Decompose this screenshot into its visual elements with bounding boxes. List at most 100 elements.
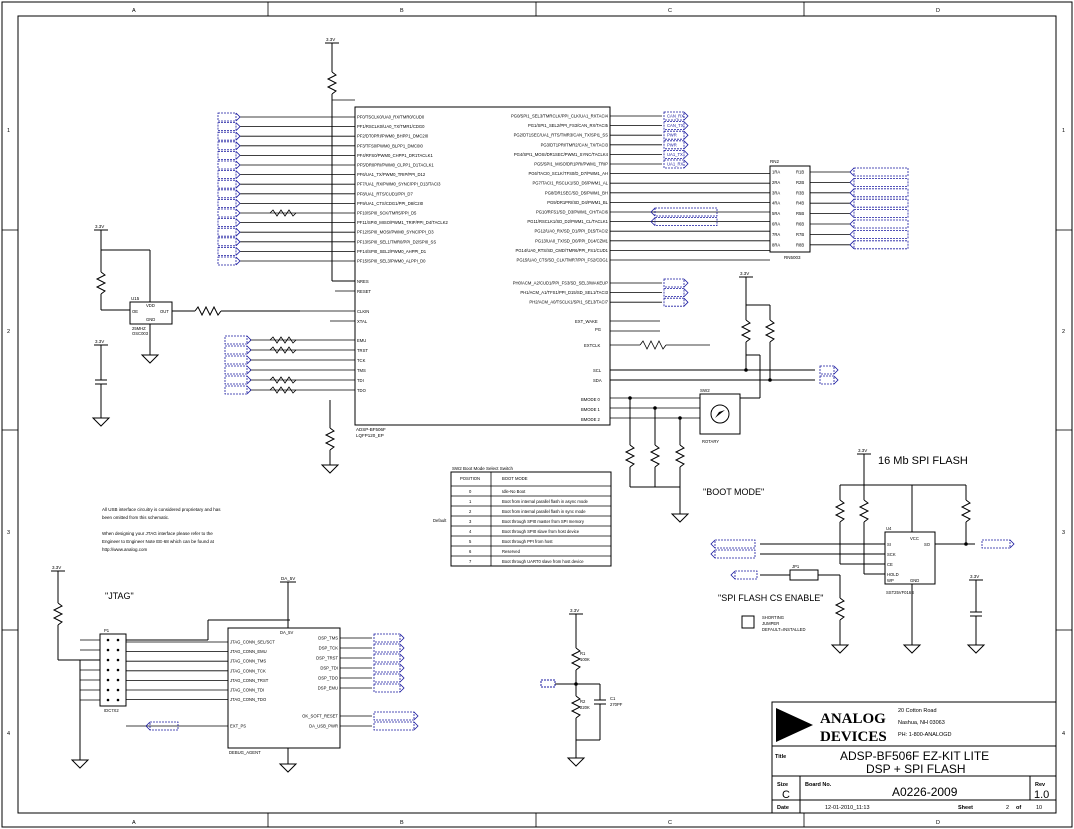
proc-right-pin-14: PG14/UA0_RTS/SD_CMD/TMR6/PPI_FS1/CUD1	[515, 248, 608, 253]
pg-net-tag-18	[663, 297, 689, 307]
flash-net-sck	[710, 549, 756, 559]
pin-bmode1: BMODE 1	[581, 407, 601, 412]
pin-tdi: TDI	[357, 378, 364, 383]
proc-pullup: 3.3V	[325, 37, 355, 282]
rn2-net-tag-3	[849, 198, 909, 208]
proc-left-pin-14: PF14/SPI0_SEL2/PWM0_AHPPI_D1	[357, 249, 427, 254]
rn2-net-tag-7	[849, 240, 909, 250]
oscillator-part2: OSC003	[132, 331, 149, 336]
ground-symbol	[670, 513, 690, 523]
rn2-right-pin-3: R4B	[796, 201, 804, 206]
pin-tms: TMS	[357, 368, 366, 373]
boot-row-position-6: 6	[469, 549, 472, 554]
rn2-right-pin-6: R7B	[796, 232, 804, 237]
rn2-body	[769, 165, 811, 253]
pg-net-tag-2	[663, 130, 689, 140]
rn2-right-pin-5: R6B	[796, 222, 804, 227]
spi-flash-part: SST25VF016B	[886, 590, 914, 595]
boot-row-mode-6: Reserved	[502, 549, 521, 554]
spi-flash-block: 16 Mb SPI FLASH 3.3V U4 SST25VF016B SI S…	[718, 448, 986, 654]
row-label-1-right: 1	[1062, 128, 1065, 134]
reset-circuit: 3.3V R1 100K R2 220K C1 270PF	[540, 608, 623, 767]
usb-left-pin-7: EXT_PS	[230, 724, 246, 729]
proc-left-pin-6: PF6/UA1_TX/PWM0_TRIP/PPI_D12	[357, 172, 426, 177]
processor-left-pins: PF0/TSCLK0/UA0_RX/TMR0/CUD0PF1/RSCLK0/UA…	[240, 115, 449, 264]
row-label-1-left: 1	[7, 128, 10, 134]
processor-refdes: ADSP-BF506F	[356, 427, 386, 432]
rn2-right-pin-4: R5B	[796, 211, 804, 216]
col-label-a-bottom: A	[132, 820, 136, 826]
proc-left-pin-7: PF7/UA1_RX/PWM0_SYNC/PPI_D13/TACI3	[357, 182, 441, 187]
proc-right-pin-15: PG15/UA0_CTS/SD_CLK/TMR7/PPI_FS2/CDG1	[517, 258, 609, 263]
power-label-33v-jtag: 3.3V	[52, 565, 61, 570]
rn2-left-pin-5: 6RA	[772, 222, 780, 227]
inner-border	[17, 15, 1057, 814]
power-label-33v-c2: 3.3V	[970, 574, 979, 579]
reset-r2-refdes: R2	[580, 699, 586, 704]
rn2-left-pin-3: 4RA	[772, 201, 780, 206]
title-label: Title	[775, 754, 786, 760]
usb-note-line-5: http://www.analog.com	[102, 547, 148, 552]
sheet-of-label: of	[1016, 805, 1021, 811]
pf-net-tag-15	[217, 256, 241, 266]
rn2-left-pin-6: 7RA	[772, 232, 780, 237]
boot-table-header-position: POSITION	[460, 476, 480, 481]
proc-left-pin-0: PF0/TSCLK0/UA0_RX/TMR0/CUD0	[357, 115, 425, 120]
sw2-refdes: SW2	[700, 388, 710, 393]
boot-table-default-label: Default	[433, 518, 447, 523]
reset-r1-refdes: R1	[580, 651, 586, 656]
pg-net-name-5: UA1_RX	[667, 162, 683, 167]
usb-net-tag-5	[373, 683, 405, 693]
rn2-part: RN5003	[784, 255, 801, 260]
usb-left-pin-5: JTAG_CONN_TDI	[230, 688, 264, 693]
ground-symbol	[966, 644, 986, 654]
reset-c1-refdes: C1	[610, 696, 616, 701]
proc-right-pin-0: PG0/SPI1_SEL3/TMRCLK/PPI_CLK/UA1_RXTACI4	[511, 114, 609, 119]
pg-net-name-3: PWR	[667, 142, 677, 147]
debug-agent-power-in: DA_5V	[280, 630, 293, 635]
boot-table-header-mode: BOOT MODE	[502, 476, 528, 481]
oscillator-part: 25MHZ	[132, 326, 146, 331]
company-name-2: DEVICES	[820, 729, 887, 745]
processor-right-pins: PG0/SPI1_SEL3/TMRCLK/PPI_CLK/UA1_RXTACI4…	[511, 114, 770, 305]
usb-notes: All USB interface circuitry is considere…	[102, 507, 221, 552]
usb-note-line-1: All USB interface circuitry is considere…	[102, 507, 221, 512]
sheet-label: Sheet	[958, 805, 973, 811]
power-label-da-5v: DA_5V	[281, 576, 295, 581]
size-label: Size	[777, 782, 788, 788]
processor-misc-left-wires	[300, 280, 355, 322]
proc-left-pin-8: PF8/UA1_RTS/CUD1/PPI_D7	[357, 191, 413, 196]
proc-left-pin-13: PF13/SPI0_SEL1/TMR0/PPI_D2/SPI0_SS	[357, 239, 436, 244]
jtag-label: "JTAG"	[105, 591, 134, 601]
pg-mid-net-tag-11	[650, 217, 718, 227]
pf-net-tag-12	[217, 227, 241, 237]
pin-extclk: EXTCLK	[584, 343, 600, 348]
boot-row-position-7: 7	[469, 559, 472, 564]
usb-net-tag-6	[373, 711, 419, 721]
proc-right-pin-6: PG6/TACI0_SCLK/TFS0/D_D7/PWM1_AH	[528, 171, 608, 176]
ground-symbol	[830, 644, 850, 654]
col-label-b-top: B	[400, 8, 404, 14]
rn2-left-pin-7: 8RA	[772, 242, 780, 247]
frame-column-labels: A B C D A B C D 1 2 3 4 1 2 3 4	[7, 8, 1065, 826]
emu-pullup	[320, 400, 340, 474]
power-label-33v-top: 3.3V	[326, 37, 335, 42]
flash-pin-so: SO	[924, 542, 931, 547]
usb-right-pin-6: OK_SOFT_RESET	[302, 714, 338, 719]
pf-net-tag-0	[217, 112, 241, 122]
pg-net-tag-3	[663, 140, 689, 150]
rn2-left-pin-4: 5RA	[772, 211, 780, 216]
proc-left-pin-1: PF1/RSCLK0/UA0_TX/TMR1/CDG0	[357, 124, 425, 129]
proc-left-pin-12: PF12/SPI0_MOSI/PWM0_SYNC/PPI_D3	[357, 230, 434, 235]
ground-symbol	[320, 464, 340, 474]
pin-tck: TCK	[357, 358, 366, 363]
proc-right-pin-9: PG9/DR1PRI/SD_D4/PWM1_BL	[547, 200, 608, 205]
rn2-refdes: RN2	[770, 159, 779, 164]
proc-left-pin-4: PF4/RFS0/PWM0_CHPP1_DR1TACLK1	[357, 153, 433, 158]
row-label-2-left: 2	[7, 329, 10, 335]
analog-devices-logo	[776, 708, 813, 742]
i2c-pullups: 3.3V	[739, 271, 776, 382]
